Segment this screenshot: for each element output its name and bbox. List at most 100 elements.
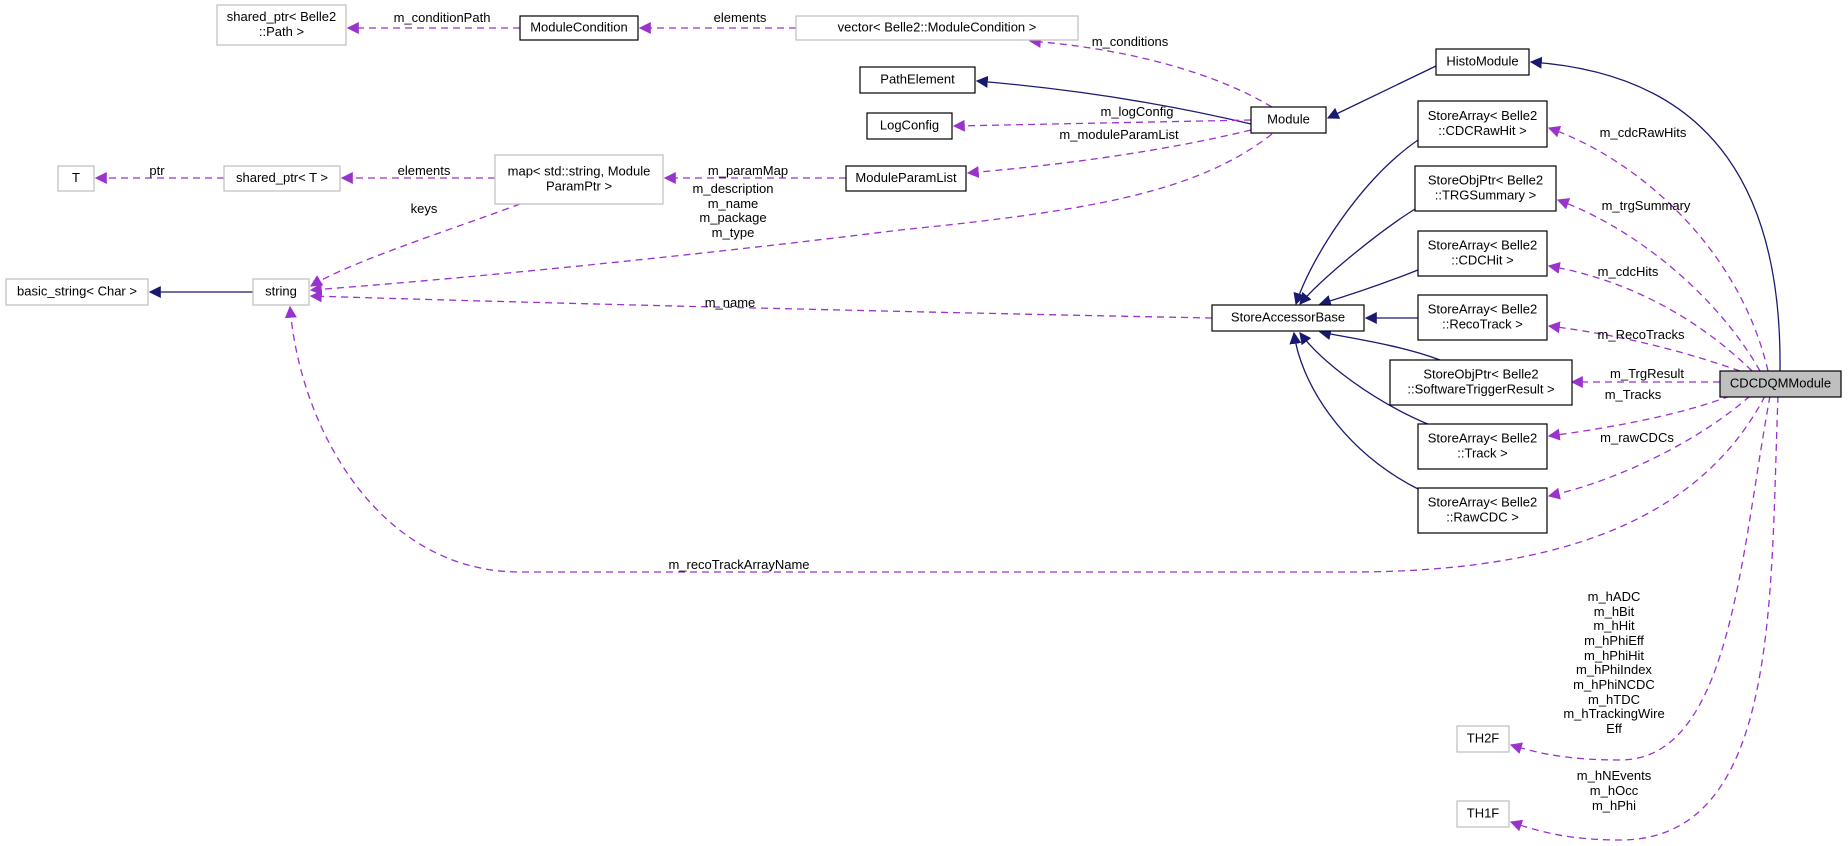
node-label: StoreAccessorBase	[1231, 310, 1345, 325]
node-t[interactable]: T	[57, 165, 95, 192]
edge-module-vector	[1028, 35, 1273, 108]
node-store-array-reco-track[interactable]: StoreArray< Belle2::RecoTrack >	[1417, 294, 1548, 341]
node-label: CDCDQMModule	[1730, 376, 1831, 391]
node-cdcdqm-module[interactable]: CDCDQMModule	[1719, 370, 1842, 398]
edge-cdcrawhit-accessor	[1293, 139, 1419, 306]
node-vector-module-condition[interactable]: vector< Belle2::ModuleCondition >	[795, 15, 1079, 41]
node-label: ModuleParamList	[855, 170, 957, 185]
node-shared-ptr-path[interactable]: shared_ptr< Belle2::Path >	[216, 4, 347, 46]
node-box	[223, 165, 341, 192]
label-line: m_hPhiIndex	[1576, 662, 1652, 677]
node-store-array-cdc-raw-hit[interactable]: StoreArray< Belle2::CDCRawHit >	[1417, 100, 1548, 148]
label-line: m_hOcc	[1590, 783, 1639, 798]
node-box	[216, 4, 347, 46]
node-label: vector< Belle2::ModuleCondition >	[838, 20, 1037, 35]
node-box	[1456, 800, 1510, 828]
node-label: StoreArray< Belle2	[1428, 302, 1537, 317]
node-box	[1414, 165, 1557, 212]
edge-rawcdc-accessor	[1289, 331, 1421, 491]
node-box	[5, 278, 149, 306]
node-box	[252, 278, 310, 306]
node-box	[845, 165, 967, 192]
label-line: m_hPhiNCDC	[1573, 677, 1655, 692]
node-label: ModuleCondition	[530, 20, 628, 35]
node-label: basic_string< Char >	[17, 284, 137, 299]
label-map-elements: elements	[398, 163, 451, 178]
edge-track-accessor	[1299, 332, 1431, 426]
node-label: ::Path >	[259, 24, 304, 39]
node-store-obj-ptr-sw-trigger[interactable]: StoreObjPtr< Belle2::SoftwareTriggerResu…	[1389, 359, 1573, 406]
node-store-array-raw-cdc[interactable]: StoreArray< Belle2::RawCDC >	[1417, 487, 1548, 534]
node-th2f[interactable]: TH2F	[1456, 725, 1510, 753]
edge-cdchit-accessor	[1318, 269, 1419, 307]
label-reco-track-array-name: m_recoTrackArrayName	[668, 557, 809, 572]
node-label: PathElement	[880, 72, 955, 87]
node-label: ::RecoTrack >	[1442, 317, 1523, 332]
node-label: StoreObjPtr< Belle2	[1428, 173, 1543, 188]
node-box	[1211, 304, 1365, 332]
node-store-array-track[interactable]: StoreArray< Belle2::Track >	[1417, 423, 1548, 470]
label-param-map: m_paramMap	[708, 163, 788, 178]
node-shared-ptr-t[interactable]: shared_ptr< T >	[223, 165, 341, 192]
edge-cdcdqm-string	[284, 305, 1766, 573]
node-box	[866, 112, 953, 140]
edge-cdcdqm-th2f	[1509, 395, 1771, 761]
label-line: Eff	[1606, 721, 1622, 736]
node-label: ::TRGSummary >	[1435, 188, 1537, 203]
node-path-element[interactable]: PathElement	[859, 66, 976, 94]
node-label: StoreObjPtr< Belle2	[1423, 367, 1538, 382]
edge-module-paramlist	[966, 129, 1252, 179]
node-store-array-cdc-hit[interactable]: StoreArray< Belle2::CDCHit >	[1417, 230, 1548, 277]
node-string[interactable]: string	[252, 278, 310, 306]
node-label: shared_ptr< T >	[236, 170, 328, 185]
label-trg-result: m_TrgResult	[1610, 366, 1684, 381]
node-box	[519, 15, 639, 41]
node-label: ParamPtr >	[546, 179, 612, 194]
node-module-param-list[interactable]: ModuleParamList	[845, 165, 967, 192]
label-cdc-raw-hits: m_cdcRawHits	[1600, 125, 1687, 140]
node-box	[1417, 100, 1548, 148]
node-box	[1417, 487, 1548, 534]
node-histo-module[interactable]: HistoModule	[1435, 48, 1530, 76]
node-box	[1456, 725, 1510, 753]
label-line: m_hTrackingWire	[1563, 706, 1664, 721]
label-line: m_hHit	[1593, 618, 1635, 633]
label-line: m_hBit	[1594, 604, 1635, 619]
edge-cdcdqm-th1f	[1509, 395, 1779, 841]
edge-swtrigger-accessor	[1318, 328, 1441, 361]
label-module-strings: m_type	[712, 225, 755, 240]
node-label: string	[265, 284, 297, 299]
node-box	[57, 165, 95, 192]
label-module-strings: m_package	[699, 210, 766, 225]
label-th1f-members: m_hNEvents m_hOcc m_hPhi	[1577, 768, 1652, 813]
edge-cdcdqm-histomodule	[1529, 56, 1781, 372]
label-module-strings: m_description	[693, 181, 774, 196]
label-module-strings: m_name	[708, 196, 759, 211]
label-ptr: ptr	[149, 163, 165, 178]
label-line: m_hTDC	[1588, 692, 1640, 707]
label-log-config: m_logConfig	[1101, 104, 1174, 119]
label-keys: keys	[411, 201, 438, 216]
node-log-config[interactable]: LogConfig	[866, 112, 953, 140]
node-basic-string[interactable]: basic_string< Char >	[5, 278, 149, 306]
edge-cdcdqm-rawcdc	[1547, 395, 1751, 500]
node-store-accessor-base[interactable]: StoreAccessorBase	[1211, 304, 1365, 332]
node-box	[494, 154, 664, 205]
edge-cdcdqm-recotrack	[1547, 321, 1741, 372]
node-box	[1417, 423, 1548, 470]
label-cdc-hits: m_cdcHits	[1598, 264, 1659, 279]
node-module[interactable]: Module	[1250, 106, 1327, 134]
node-label: LogConfig	[880, 118, 939, 133]
node-store-obj-ptr-trg-summary[interactable]: StoreObjPtr< Belle2::TRGSummary >	[1414, 165, 1557, 212]
label-reco-tracks: m_RecoTracks	[1598, 327, 1685, 342]
node-th1f[interactable]: TH1F	[1456, 800, 1510, 828]
node-label: ::SoftwareTriggerResult >	[1407, 382, 1554, 397]
label-line: m_hNEvents	[1577, 768, 1652, 783]
label-line: m_hPhiEff	[1584, 633, 1644, 648]
node-label: StoreArray< Belle2	[1428, 495, 1537, 510]
label-line: m_hPhi	[1592, 798, 1636, 813]
label-conditions: m_conditions	[1092, 34, 1169, 49]
node-module-condition[interactable]: ModuleCondition	[519, 15, 639, 41]
node-label: TH2F	[1467, 731, 1500, 746]
